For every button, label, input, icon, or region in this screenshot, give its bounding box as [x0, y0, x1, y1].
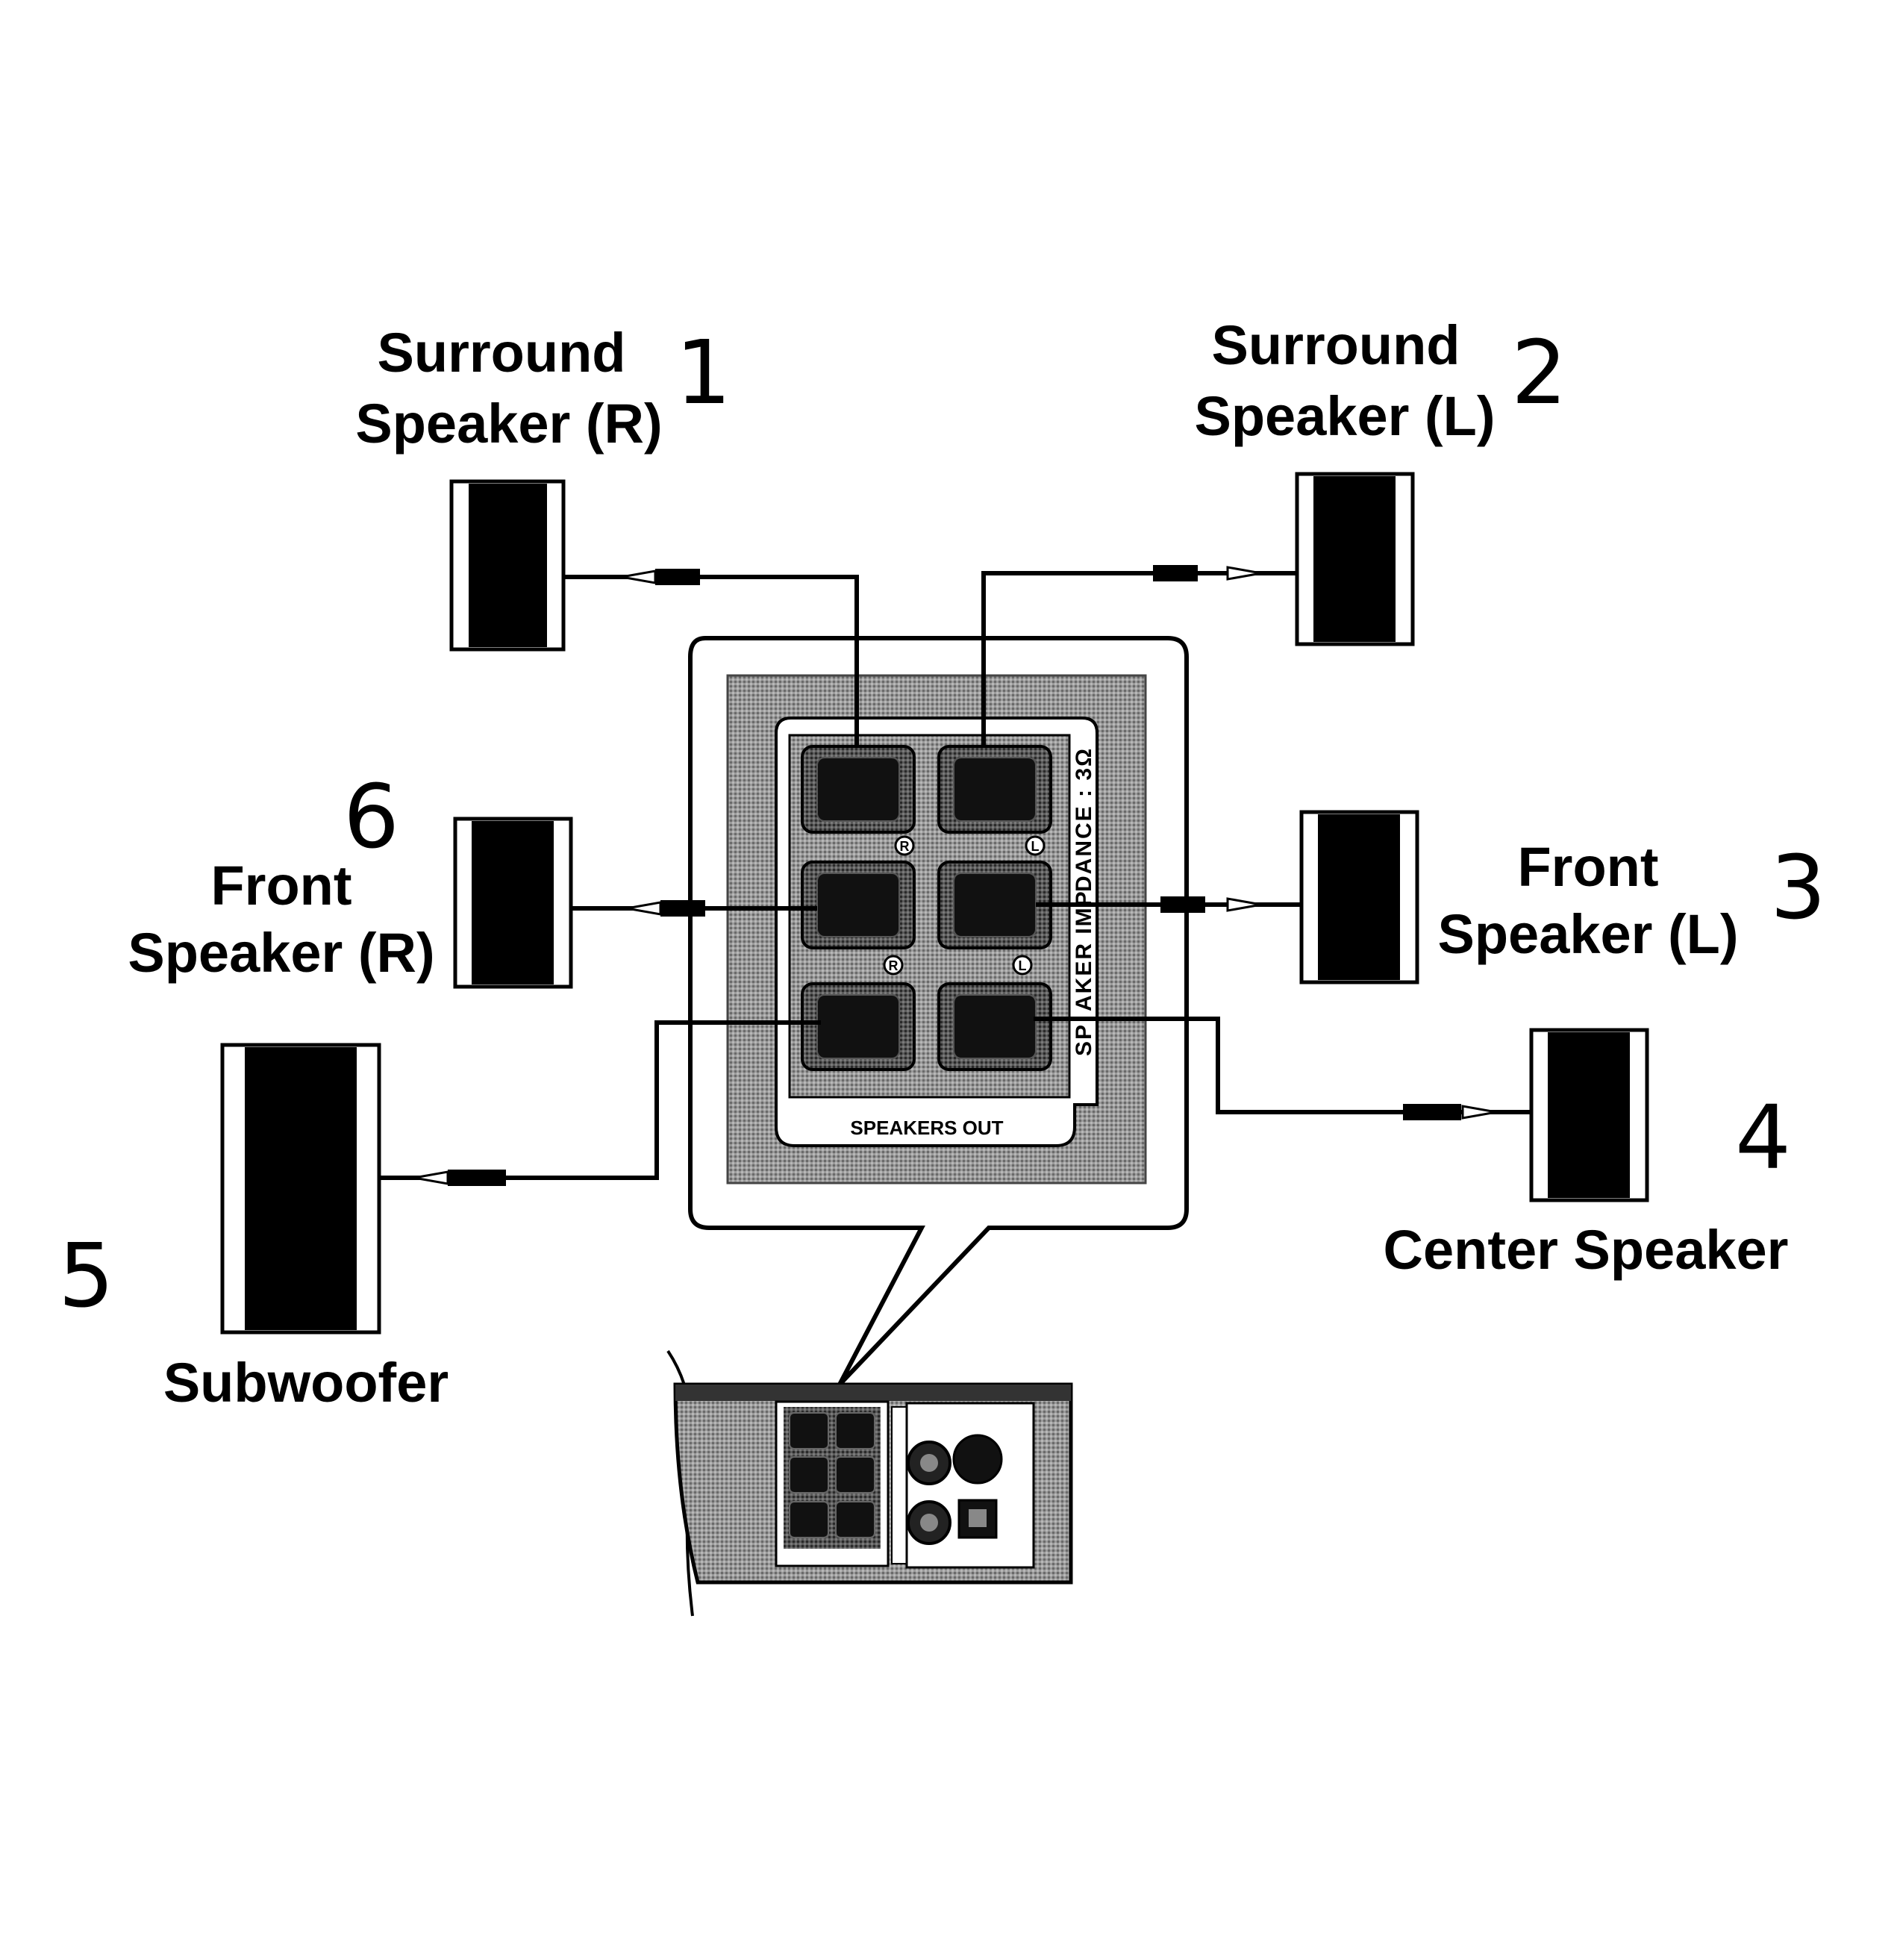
svg-text:R: R: [889, 958, 899, 973]
svg-text:AKER IMP: AKER IMP: [1072, 890, 1096, 1011]
number-2: 2: [1511, 321, 1567, 424]
svg-text:R: R: [900, 839, 910, 854]
label-surround-r: Surround Speaker (R): [355, 322, 662, 455]
terminal-subwoofer: [801, 982, 916, 1071]
wire-front-r: [571, 900, 817, 917]
impedance-label: SP AKER IMP DANCE : 3Ω: [1072, 747, 1096, 1056]
label-center: Center Speaker: [1384, 1219, 1789, 1281]
subwoofer-speaker: [220, 1043, 381, 1335]
badge-l-top: L: [1025, 835, 1046, 856]
terminal-front-r: [801, 861, 916, 949]
label-front-l: Front Speaker (L): [1437, 836, 1738, 965]
wire-front-l: [1036, 896, 1301, 913]
number-1: 1: [675, 321, 731, 424]
wire-surround-l: [981, 565, 1297, 746]
front-speaker-l: [1299, 810, 1419, 984]
center-speaker: [1529, 1028, 1649, 1202]
svg-text:Speaker (L): Speaker (L): [1437, 903, 1738, 965]
number-6: 6: [343, 765, 399, 868]
svg-text:SP: SP: [1072, 1023, 1096, 1056]
svg-text:Speaker (R): Speaker (R): [128, 922, 434, 984]
front-speaker-r: [453, 817, 573, 989]
svg-text:Speaker (L): Speaker (L): [1194, 385, 1495, 447]
svg-text:Front: Front: [210, 855, 351, 917]
number-3: 3: [1770, 836, 1826, 939]
receiver-rear: [666, 1349, 1073, 1617]
terminal-surround-r: [801, 745, 916, 834]
number-4: 4: [1735, 1086, 1791, 1189]
terminal-surround-l: [937, 745, 1052, 834]
surround-speaker-l: [1295, 472, 1415, 646]
wire-surround-r: [563, 569, 859, 746]
svg-text:Front: Front: [1517, 836, 1658, 898]
label-surround-l: Surround Speaker (L): [1194, 314, 1495, 447]
svg-text:Surround: Surround: [1212, 314, 1460, 376]
surround-speaker-r: [449, 479, 566, 652]
badge-r-mid: R: [883, 955, 904, 976]
svg-text:Speaker (R): Speaker (R): [355, 393, 662, 455]
svg-text:Surround: Surround: [378, 322, 626, 384]
label-front-r: Front Speaker (R): [128, 855, 434, 984]
terminal-center: [937, 982, 1052, 1071]
svg-text:DANCE : 3Ω: DANCE : 3Ω: [1072, 747, 1096, 892]
svg-text:L: L: [1031, 839, 1040, 854]
badge-r-top: R: [894, 835, 915, 856]
label-subwoofer: Subwoofer: [163, 1352, 449, 1414]
svg-text:L: L: [1019, 958, 1027, 973]
terminal-front-l: [937, 861, 1052, 949]
badge-l-mid: L: [1012, 955, 1033, 976]
wire-center: [1034, 1017, 1531, 1120]
number-5: 5: [58, 1224, 114, 1327]
speakers-out-label: SPEAKERS OUT: [850, 1117, 1003, 1139]
wire-subwoofer: [379, 1020, 821, 1186]
